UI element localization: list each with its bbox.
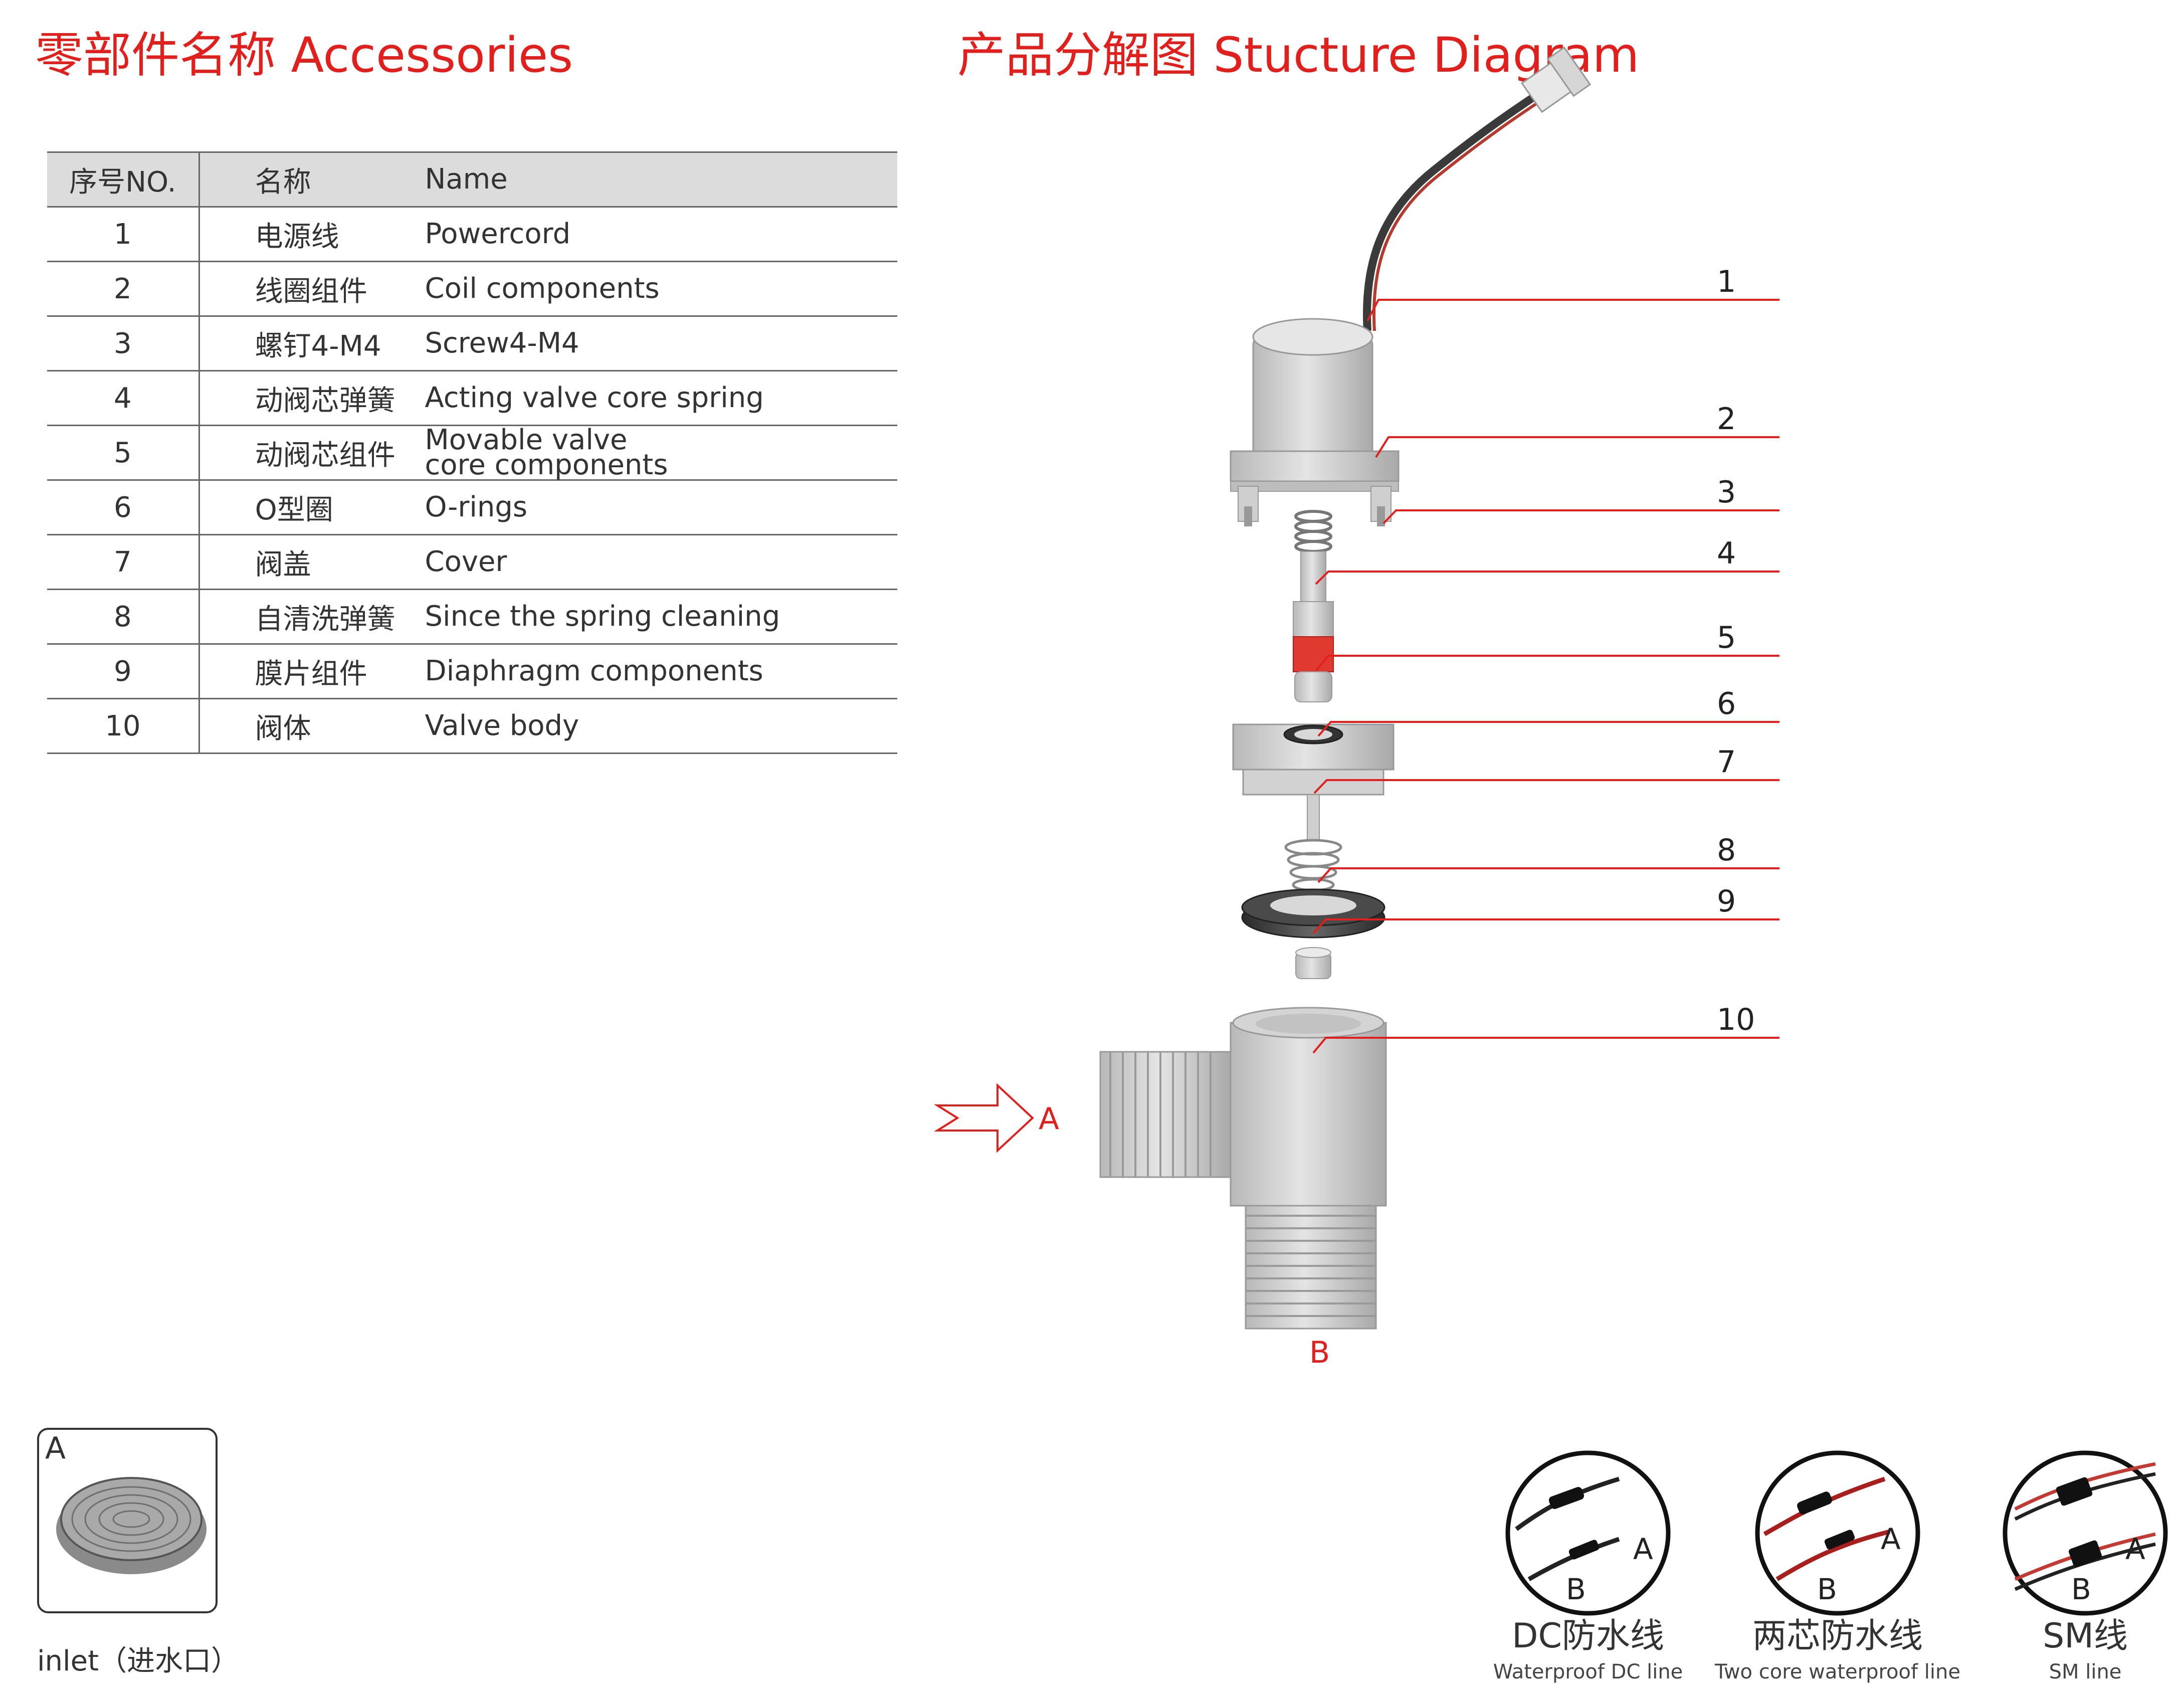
valve-core-part [1293,551,1334,702]
parts-table: 序号NO. 名称 Name 1 电源线 Powercord 2 线圈组件 Coi… [47,151,897,754]
row-cn-name: 电源线 [199,207,425,262]
outlet-label: B [1309,1335,1330,1370]
row-cn-name: 动阀芯组件 [199,425,425,481]
table-row: 5 动阀芯组件 Movable valve core components [47,425,897,481]
row-en-name: Valve body [425,698,897,754]
wire-label-b: B [2071,1572,2091,1606]
row-no: 1 [47,207,200,262]
sm-wire-icon: A B [2003,1450,2168,1616]
wire-label-b: B [1566,1572,1586,1606]
wire-type-two-core: 两芯防水线 Two core waterproof line [1714,1616,1961,1684]
table-row: 9 膜片组件 Diaphragm components [47,644,897,699]
wire-label-a: A [1881,1522,1901,1556]
wire-type-sm: SM线 SM line [2005,1616,2165,1684]
row-en-name: O-rings [425,480,897,535]
cleaning-spring-part [1284,839,1342,892]
diagram-title: 产品分解图 Stucture Diagram [957,27,1640,83]
row-en-name: Movable valve core components [425,425,897,481]
row-no: 4 [47,370,200,426]
row-no: 3 [47,316,200,371]
row-cn-name: 螺钉4-M4 [199,316,425,371]
wire-name-cn: 两芯防水线 [1752,1616,1923,1656]
row-no: 6 [47,480,200,535]
row-cn-name: 自清洗弹簧 [199,589,425,645]
powercord-part [1363,46,1592,331]
wire-name-en: SM line [2049,1660,2122,1683]
table-row: 2 线圈组件 Coil components [47,261,897,317]
table-row: 8 自清洗弹簧 Since the spring cleaning [47,589,897,645]
dc-waterproof-wire-icon: A B [1505,1450,1671,1616]
callout-number: 5 [1717,620,1736,655]
callout-number: 8 [1717,833,1736,868]
callout-number: 4 [1717,536,1736,571]
table-row: 10 阀体 Valve body [47,698,897,754]
row-no: 5 [47,425,200,481]
cover-part [1232,723,1395,840]
row-no: 7 [47,534,200,590]
table-row: 1 电源线 Powercord [47,207,897,262]
inlet-label: A [1039,1101,1059,1137]
table-row: 7 阀盖 Cover [47,534,897,590]
row-en-name: Screw4-M4 [425,316,897,371]
inlet-caption: inlet（进水口） [37,1645,240,1677]
wire-label-b: B [1817,1572,1837,1606]
row-en-name: Since the spring cleaning [425,589,897,645]
row-en-name: Powercord [425,207,897,262]
row-no: 8 [47,589,200,645]
table-header-row: 序号NO. 名称 Name [47,151,897,208]
wire-name-en: Two core waterproof line [1715,1660,1960,1683]
row-cn-name: 阀体 [199,698,425,754]
callout-number: 7 [1717,744,1736,780]
table-row: 4 动阀芯弹簧 Acting valve core spring [47,370,897,426]
callout-number: 1 [1717,264,1736,299]
valve-body-part [1099,1007,1387,1330]
inlet-box [37,1428,218,1613]
row-en-name: Acting valve core spring [425,370,897,426]
row-en-name: Diaphragm components [425,644,897,699]
row-cn-name: 线圈组件 [199,261,425,317]
callout-number: 9 [1717,884,1736,919]
wire-name-cn: SM线 [2043,1616,2128,1656]
row-en-name: Coil components [425,261,897,317]
row-cn-name: 动阀芯弹簧 [199,370,425,426]
wire-label-a: A [1633,1532,1653,1566]
callout-leaders [1312,299,1779,1054]
callout-number: 2 [1717,402,1736,437]
two-core-wire-icon: A B [1755,1450,1920,1616]
row-cn-name: 膜片组件 [199,644,425,699]
callout-numbers: 1 2 3 4 5 6 7 8 9 10 [1717,264,1755,1037]
wire-label-a: A [2125,1532,2145,1566]
inlet-filter-image [56,1477,207,1574]
diaphragm-part [1241,888,1385,979]
inlet-box-letter: A [45,1431,66,1466]
row-cn-name: O型圈 [199,480,425,535]
callout-number: 10 [1717,1002,1755,1037]
row-en-name: Cover [425,534,897,590]
accessories-title: 零部件名称 Accessories [35,27,573,83]
header-cn-name: 名称 [199,151,425,208]
header-en-name: Name [425,151,897,208]
inlet-arrow-icon [934,1083,1034,1153]
table-row: 6 O型圈 O-rings [47,480,897,535]
header-no: 序号NO. [47,151,200,208]
wire-type-dc: DC防水线 Waterproof DC line [1488,1616,1688,1684]
callout-number: 3 [1717,475,1736,510]
row-no: 10 [47,698,200,754]
row-no: 2 [47,261,200,317]
row-no: 9 [47,644,200,699]
row-cn-name: 阀盖 [199,534,425,590]
callout-number: 6 [1717,686,1736,721]
core-spring-part [1294,510,1332,553]
wire-name-en: Waterproof DC line [1493,1660,1683,1683]
screw-part [1244,506,1385,526]
wire-name-cn: DC防水线 [1512,1616,1664,1656]
table-row: 3 螺钉4-M4 Screw4-M4 [47,316,897,371]
coil-component-part [1230,318,1400,522]
